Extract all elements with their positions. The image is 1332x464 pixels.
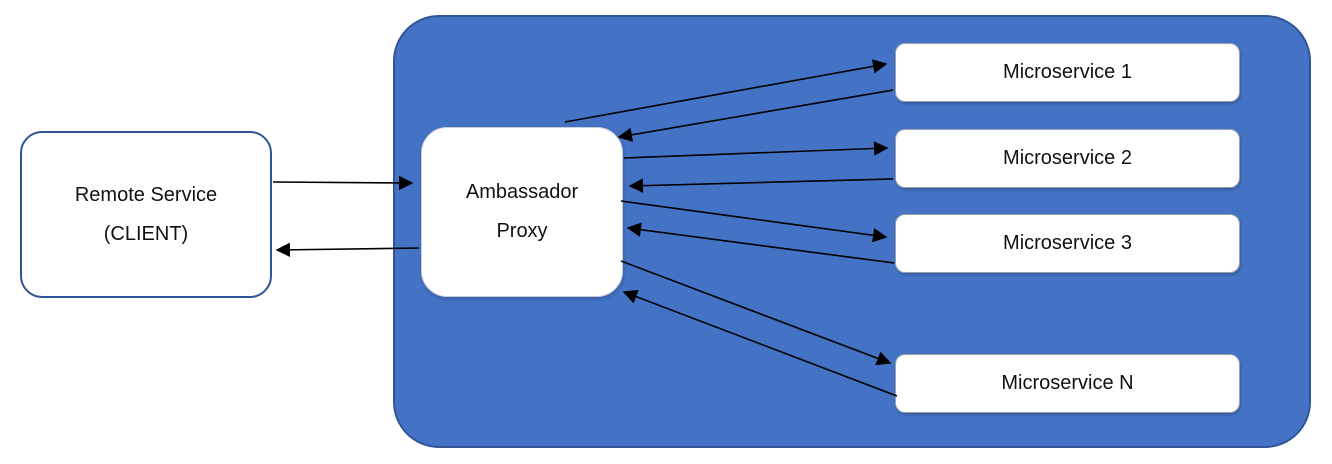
- microservice-3-box: Microservice 3: [895, 214, 1240, 273]
- client-label-line1: Remote Service: [74, 183, 218, 206]
- microservice-3-label: Microservice 3: [1003, 232, 1132, 254]
- microservice-2-label: Microservice 2: [1003, 147, 1132, 169]
- microservice-1-box: Microservice 1: [895, 43, 1240, 102]
- proxy-label-line1: Ambassador: [465, 181, 579, 203]
- ambassador-proxy-box: Ambassador Proxy: [421, 127, 623, 297]
- microservice-2-box: Microservice 2: [895, 129, 1240, 188]
- client-label-line2: (CLIENT): [103, 222, 189, 245]
- proxy-label-line2: Proxy: [496, 220, 548, 242]
- arrow-client-to-proxy: [272, 175, 414, 191]
- client-box: Remote Service (CLIENT): [20, 131, 272, 298]
- microservice-n-box: Microservice N: [895, 354, 1240, 413]
- microservice-1-label: Microservice 1: [1003, 61, 1132, 83]
- microservice-n-label: Microservice N: [1001, 372, 1134, 394]
